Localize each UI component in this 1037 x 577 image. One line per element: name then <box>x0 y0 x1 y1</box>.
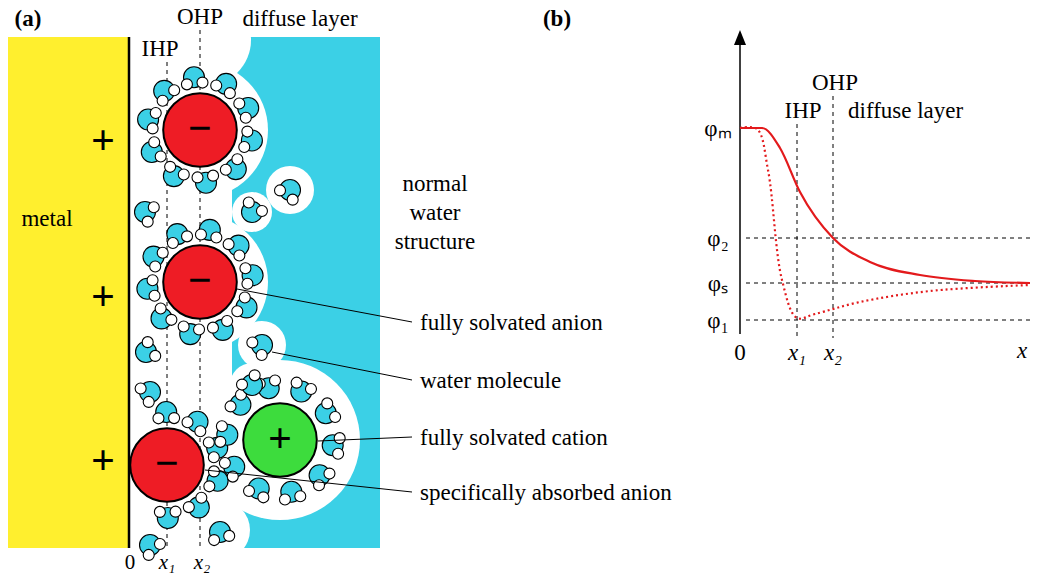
ion-outline <box>243 403 317 477</box>
charge-sign: − <box>188 107 212 149</box>
water-molecule <box>167 224 193 249</box>
panel-label: (a) <box>15 7 42 30</box>
water-molecule <box>178 321 204 345</box>
ion-outline <box>130 428 204 502</box>
axis-tick: x₁ <box>159 552 176 573</box>
potential-label: φ₁ <box>707 309 728 332</box>
plane-label: OHP <box>812 71 858 94</box>
water-molecule <box>137 275 160 302</box>
axis-tick: x₁ <box>788 341 806 364</box>
potential-curves <box>740 127 1030 319</box>
plane-label: IHP <box>784 99 821 122</box>
anion-ion: − <box>129 427 205 503</box>
region-label: diffuse layer <box>242 7 357 30</box>
axis-tick: 0 <box>734 341 746 364</box>
reference-lines <box>746 96 1030 338</box>
water-molecule <box>143 246 168 272</box>
water-molecule <box>181 67 208 90</box>
region-label: normal water structure <box>376 170 494 256</box>
axis-tick: x₂ <box>824 341 842 364</box>
charge-sign: + <box>268 417 292 459</box>
anion-ion: − <box>162 244 238 320</box>
water-molecule <box>141 137 166 163</box>
anion-ion: − <box>162 92 238 168</box>
charge-sign: − <box>155 442 179 484</box>
region-label: diffuse layer <box>848 99 963 122</box>
water-molecule <box>154 506 181 528</box>
water-molecule <box>153 402 180 424</box>
potential-label: φₘ <box>704 117 731 140</box>
metal-fill <box>8 37 129 548</box>
charge-sign: + <box>91 275 115 317</box>
axis-tick: 0 <box>125 552 136 573</box>
water-structure <box>215 37 380 548</box>
plane-label: IHP <box>141 37 178 60</box>
charge-sign: + <box>91 119 115 161</box>
callout-label: fully solvated cation <box>420 426 608 449</box>
callout-label: specifically absorbed anion <box>420 481 672 504</box>
water-molecule <box>138 108 162 134</box>
charge-sign: + <box>91 439 115 481</box>
plane-label: OHP <box>177 5 223 28</box>
ion-outline <box>163 93 237 167</box>
callout-label: fully solvated anion <box>420 311 603 334</box>
potential-label: φₛ <box>708 272 728 295</box>
potential-label: φ₂ <box>707 227 728 250</box>
callout-label: water molecule <box>420 369 561 392</box>
ion-outline <box>163 245 237 319</box>
charge-sign: − <box>188 259 212 301</box>
electrode-label: metal <box>21 207 72 230</box>
water-molecule <box>136 337 161 363</box>
water-molecule <box>163 161 189 186</box>
water-molecule <box>135 382 160 408</box>
plot-axis <box>734 30 746 334</box>
potential-curve-adsorbed <box>740 127 1030 319</box>
cation-ion: + <box>242 402 318 478</box>
panel-label: (b) <box>543 7 571 30</box>
metal-electrode: metal + + + <box>8 37 130 548</box>
axis-title: x <box>1017 339 1027 362</box>
potential-curve <box>740 128 1030 283</box>
axis-tick: x₂ <box>194 552 211 573</box>
water-molecule <box>135 202 160 228</box>
